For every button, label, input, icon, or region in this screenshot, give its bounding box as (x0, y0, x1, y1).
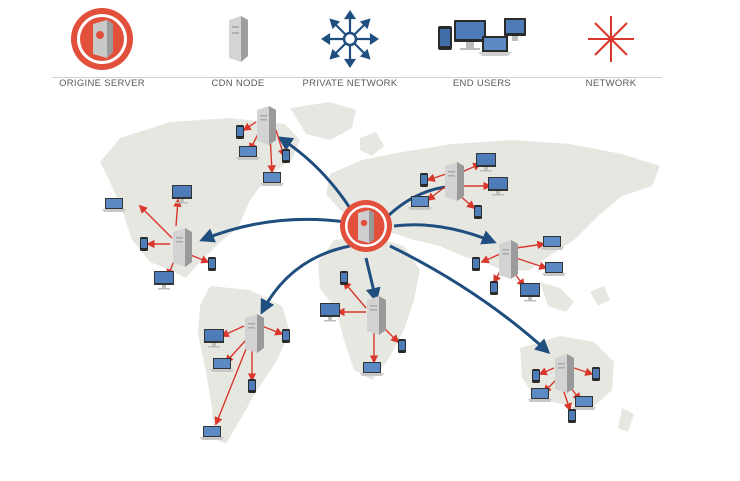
laptop-icon (528, 388, 552, 402)
phone-icon (140, 237, 148, 251)
origin-server-icon (71, 8, 133, 70)
monitor-icon (154, 271, 174, 290)
phone-icon (236, 125, 244, 139)
cdn-node-north-america-west (173, 228, 192, 267)
cdn-node-north-america-east (257, 106, 276, 145)
cdn-node-icon (229, 16, 248, 62)
legend-label-end-users: END USERS (452, 78, 512, 89)
world-map-diagram (100, 102, 660, 444)
phone-icon (340, 271, 348, 285)
phone-icon (592, 367, 600, 381)
end-users-icon (438, 18, 526, 56)
map-land (100, 102, 660, 444)
phone-icon (568, 409, 576, 423)
legend-network: NETWORK (546, 6, 676, 89)
private-network-icon (321, 10, 379, 68)
laptop-icon (102, 198, 126, 212)
laptop-icon (540, 236, 564, 250)
legend-label-origin-server: ORIGINE SERVER (59, 78, 145, 89)
phone-icon (420, 173, 428, 187)
legend-label-cdn-node: CDN NODE (211, 78, 265, 89)
laptop-icon (408, 196, 432, 210)
legend-end-users: END USERS (417, 6, 547, 89)
cdn-node-oceania (555, 354, 574, 393)
legend-label-private-network: PRIVATE NETWORK (302, 78, 398, 89)
cdn-node-south-america (245, 314, 264, 353)
monitor-icon (520, 283, 540, 302)
cdn-node-africa (367, 296, 386, 335)
laptop-icon (260, 172, 284, 186)
cdn-node-russia (445, 162, 464, 201)
phone-icon (532, 369, 540, 383)
phone-icon (474, 205, 482, 219)
cdn-node-asia (499, 240, 518, 279)
origin-server-hub (340, 200, 392, 252)
network-icon (588, 16, 634, 62)
phone-icon (208, 257, 216, 271)
phone-icon (490, 281, 498, 295)
legend-private-network: PRIVATE NETWORK (285, 6, 415, 89)
legend-cdn-node: CDN NODE (173, 6, 303, 89)
phone-icon (248, 379, 256, 393)
legend: ORIGINE SERVER CDN NODE PRIVATE NETWO (0, 0, 740, 92)
private-network-links (199, 136, 551, 355)
phone-icon (472, 257, 480, 271)
monitor-icon (320, 303, 340, 322)
legend-divider (52, 77, 662, 78)
legend-label-network: NETWORK (585, 78, 637, 89)
laptop-icon (542, 262, 566, 276)
legend-origin-server: ORIGINE SERVER (37, 6, 167, 89)
laptop-icon (200, 426, 224, 440)
laptop-icon (210, 358, 234, 372)
laptop-icon (236, 146, 260, 160)
laptop-icon (360, 362, 384, 376)
laptop-icon (572, 396, 596, 410)
phone-icon (282, 149, 290, 163)
phone-icon (398, 339, 406, 353)
phone-icon (282, 329, 290, 343)
